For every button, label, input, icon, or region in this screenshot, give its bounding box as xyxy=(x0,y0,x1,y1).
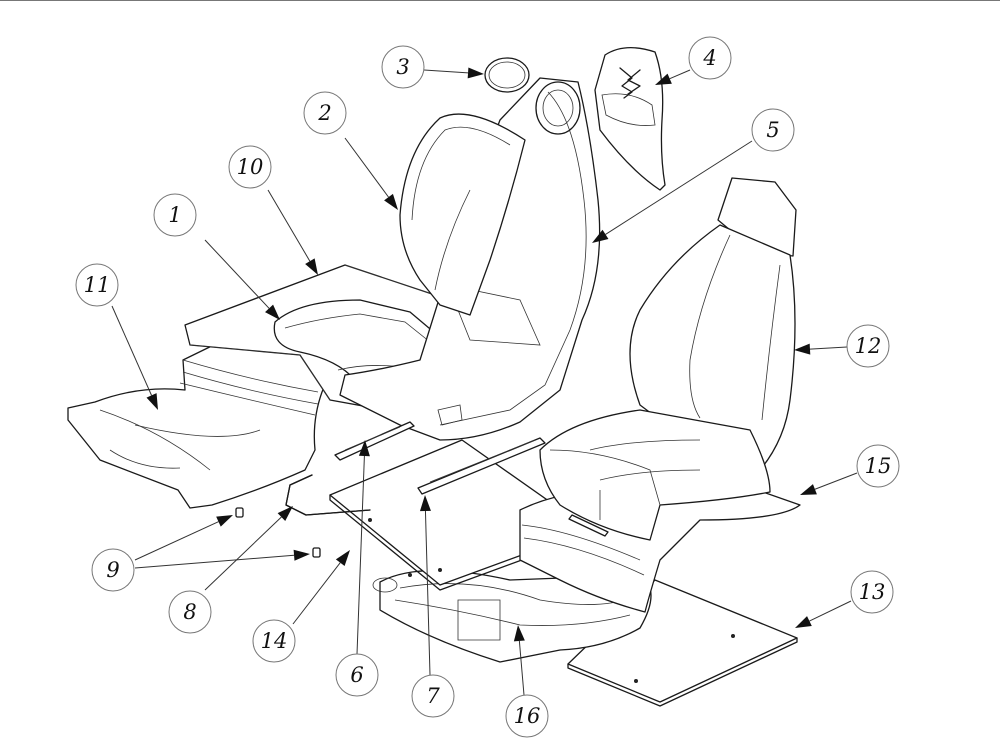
callout-10-label: 10 xyxy=(237,155,264,179)
callout-7: 7 xyxy=(411,674,455,718)
part-7-seat-rail xyxy=(417,437,546,495)
part-8-bent-tube xyxy=(285,474,371,516)
callout-arrowhead xyxy=(146,393,158,410)
callout-2: 2 xyxy=(303,91,347,135)
part-3-cap-disc xyxy=(484,57,530,93)
callout-11-label: 11 xyxy=(84,273,111,297)
part-4-headrest-plate xyxy=(594,47,666,191)
callout-6-label: 6 xyxy=(350,663,363,687)
part-rail-small xyxy=(568,514,609,537)
callout-1-leader xyxy=(204,239,270,309)
callout-10: 10 xyxy=(228,145,272,189)
callout-4-label: 4 xyxy=(702,46,716,70)
callout-13-leader xyxy=(809,600,852,622)
callout-9-label: 9 xyxy=(106,558,119,582)
callout-16: 16 xyxy=(505,694,549,738)
callout-11-leader xyxy=(111,305,152,396)
callout-15-label: 15 xyxy=(865,454,892,478)
callout-6: 6 xyxy=(335,653,379,697)
callout-14-leader xyxy=(292,562,341,625)
callout-4: 4 xyxy=(688,36,732,80)
callout-9-leader-2 xyxy=(134,554,295,569)
callout-12: 12 xyxy=(846,324,890,368)
callout-arrowhead xyxy=(265,304,280,320)
callout-arrowhead xyxy=(592,229,609,243)
callout-arrowhead xyxy=(305,258,318,275)
part-16-lower-bracket xyxy=(372,569,652,663)
callout-arrowhead xyxy=(335,550,350,567)
callout-arrowhead xyxy=(800,484,817,495)
callout-15-circle xyxy=(856,444,900,488)
callout-arrowhead xyxy=(358,440,370,457)
callout-7-circle xyxy=(411,674,455,718)
part-6-seat-rail xyxy=(334,421,415,461)
callout-16-label: 16 xyxy=(514,704,541,728)
callout-8-leader xyxy=(204,516,282,591)
callout-1-circle xyxy=(153,193,197,237)
callout-9-circle xyxy=(91,548,135,592)
callout-1-label: 1 xyxy=(168,203,181,227)
callout-5: 5 xyxy=(751,108,795,152)
callout-2-leader xyxy=(344,137,389,198)
callout-8-label: 8 xyxy=(183,600,196,624)
callout-6-leader xyxy=(356,455,365,655)
callout-15: 15 xyxy=(856,444,900,488)
callout-2-label: 2 xyxy=(317,101,331,125)
callout-14-label: 14 xyxy=(261,629,288,653)
callout-4-circle xyxy=(688,36,732,80)
callout-3-leader xyxy=(423,69,469,74)
callout-8-circle xyxy=(168,590,212,634)
callout-10-circle xyxy=(228,145,272,189)
callout-15-leader xyxy=(814,472,858,490)
callout-5-circle xyxy=(751,108,795,152)
part-11-floor-frame xyxy=(67,317,335,509)
callout-9: 9 xyxy=(91,548,135,592)
part-9-bushings xyxy=(235,507,321,558)
callout-arrowhead xyxy=(655,73,672,85)
callout-2-circle xyxy=(303,91,347,135)
callout-11-circle xyxy=(75,263,119,307)
callout-13: 13 xyxy=(850,570,894,614)
callout-16-circle xyxy=(505,694,549,738)
callout-3-circle xyxy=(381,45,425,89)
callout-arrowhead xyxy=(467,67,484,79)
callout-leaders xyxy=(111,67,858,696)
callout-5-label: 5 xyxy=(766,118,779,142)
callout-14-circle xyxy=(252,619,296,663)
callout-arrowhead xyxy=(513,625,525,642)
callout-1: 1 xyxy=(153,193,197,237)
callout-11: 11 xyxy=(75,263,119,307)
callout-arrowhead xyxy=(419,495,431,512)
callout-12-label: 12 xyxy=(855,334,882,358)
callout-12-circle xyxy=(846,324,890,368)
callout-arrowhead xyxy=(293,549,310,561)
callout-5-leader xyxy=(605,140,753,235)
callout-arrowhead xyxy=(277,506,293,522)
callout-4-leader xyxy=(669,69,691,80)
callout-arrowhead xyxy=(794,343,811,355)
callout-10-leader xyxy=(267,189,311,262)
callout-6-circle xyxy=(335,653,379,697)
callout-7-leader xyxy=(424,510,431,676)
callout-12-leader xyxy=(809,346,848,350)
part-2-back-pad xyxy=(399,113,526,316)
callout-8: 8 xyxy=(168,590,212,634)
callout-7-label: 7 xyxy=(426,684,440,708)
callout-arrowhead xyxy=(384,193,398,210)
callout-3-label: 3 xyxy=(396,55,409,79)
callout-9-leader xyxy=(134,521,219,561)
callout-13-circle xyxy=(850,570,894,614)
callout-arrowhead xyxy=(216,515,233,527)
callout-3: 3 xyxy=(381,45,425,89)
callout-arrowhead xyxy=(795,616,812,628)
callout-13-label: 13 xyxy=(859,580,886,604)
callout-14: 14 xyxy=(252,619,296,663)
top-border-line xyxy=(0,0,1000,1)
part-12-complete-seat xyxy=(539,177,797,541)
callout-16-leader xyxy=(518,640,525,696)
